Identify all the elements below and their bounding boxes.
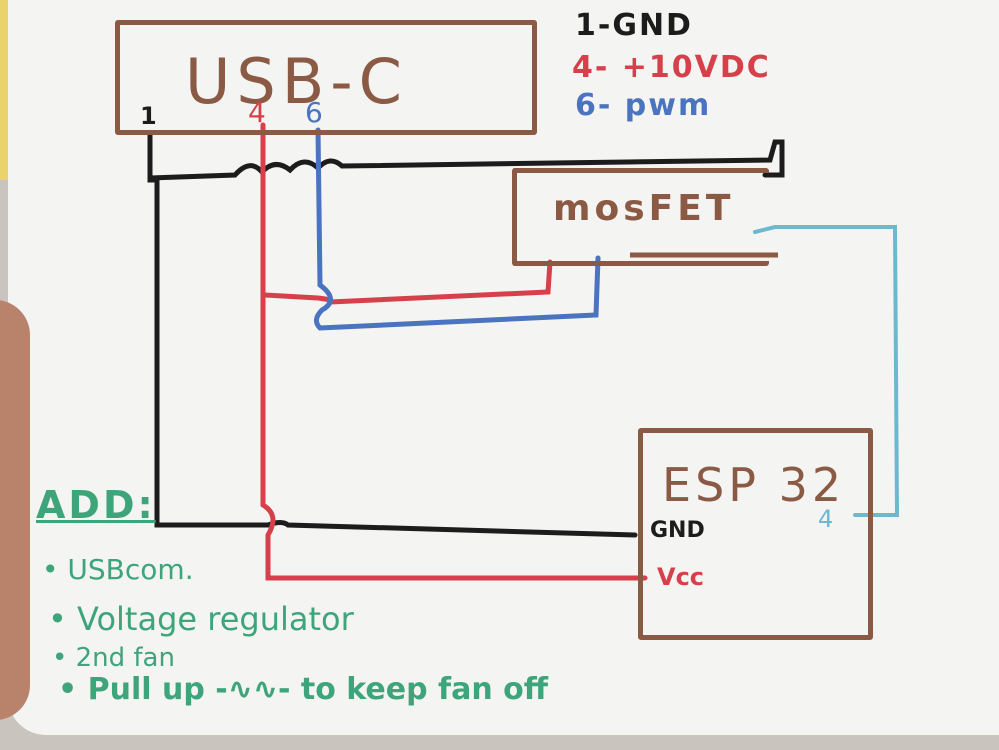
note-item-4: • Pull up -∿∿- to keep fan off <box>58 672 549 707</box>
gnd-bus-top <box>147 139 785 181</box>
note-item-1: • USBcom. <box>42 553 194 586</box>
mosfet-box <box>512 168 769 266</box>
esp32-label: ESP 32 <box>662 458 846 512</box>
esp32-vcc-label: Vcc <box>657 563 705 591</box>
note-item-3: • 2nd fan <box>52 643 175 673</box>
note-item-2: • Voltage regulator <box>48 600 354 638</box>
esp32-box <box>638 428 873 640</box>
esp32-pin4-label: 4 <box>818 505 834 533</box>
usb-pin4-label: 4 <box>248 96 266 129</box>
usb-pin1-label: 1 <box>140 102 157 130</box>
esp32-gnd-label: GND <box>650 518 705 543</box>
vdc-mosfet-wire <box>262 259 553 305</box>
whiteboard <box>8 0 999 735</box>
esp-pin4-wire <box>753 225 900 517</box>
vdc-wire <box>260 122 648 581</box>
legend-pwm: 6- pwm <box>575 88 712 123</box>
hand-holding-board <box>0 300 30 720</box>
legend-vdc: 4- +10VDC <box>572 50 771 85</box>
notes-heading: ADD: <box>36 483 156 527</box>
usb-pin6-label: 6 <box>305 96 323 129</box>
legend-gnd: 1-GND <box>575 8 693 43</box>
usb-c-label: USB-C <box>185 45 408 118</box>
gnd-wire <box>147 132 638 538</box>
mosfet-label: mosFET <box>553 188 735 229</box>
pwm-wire <box>314 127 601 331</box>
usb-c-box <box>115 20 537 135</box>
